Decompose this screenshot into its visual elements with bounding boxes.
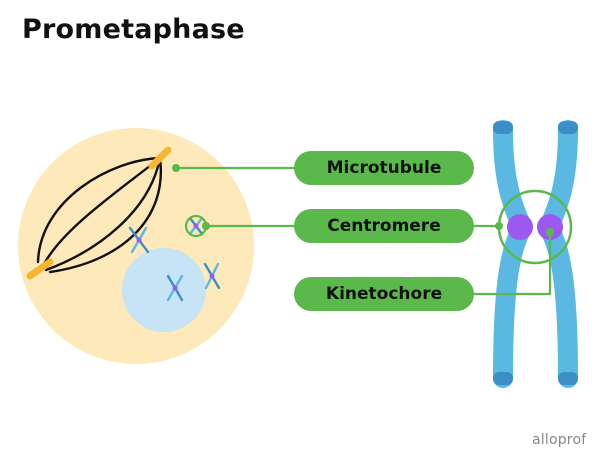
small-chromosome	[203, 262, 221, 290]
leader-dots	[172, 164, 554, 236]
kinetochore-left	[507, 214, 533, 240]
brand-logo: alloprof	[532, 432, 587, 448]
leader-lines	[176, 166, 552, 296]
spindle-pole-bottom	[26, 258, 54, 280]
centromere-label: Centromere	[294, 209, 474, 243]
microtubule-label: Microtubule	[294, 151, 474, 185]
spindle-pole-top	[148, 146, 172, 170]
small-chromosome	[128, 226, 150, 254]
small-chromosome	[188, 216, 204, 236]
nucleus	[122, 248, 206, 332]
large-chromosome	[493, 120, 578, 388]
page-title: Prometaphase	[22, 14, 245, 45]
small-chromosome	[166, 274, 184, 302]
kinetochore-label: Kinetochore	[294, 277, 474, 311]
kinetochore-right	[537, 214, 563, 240]
